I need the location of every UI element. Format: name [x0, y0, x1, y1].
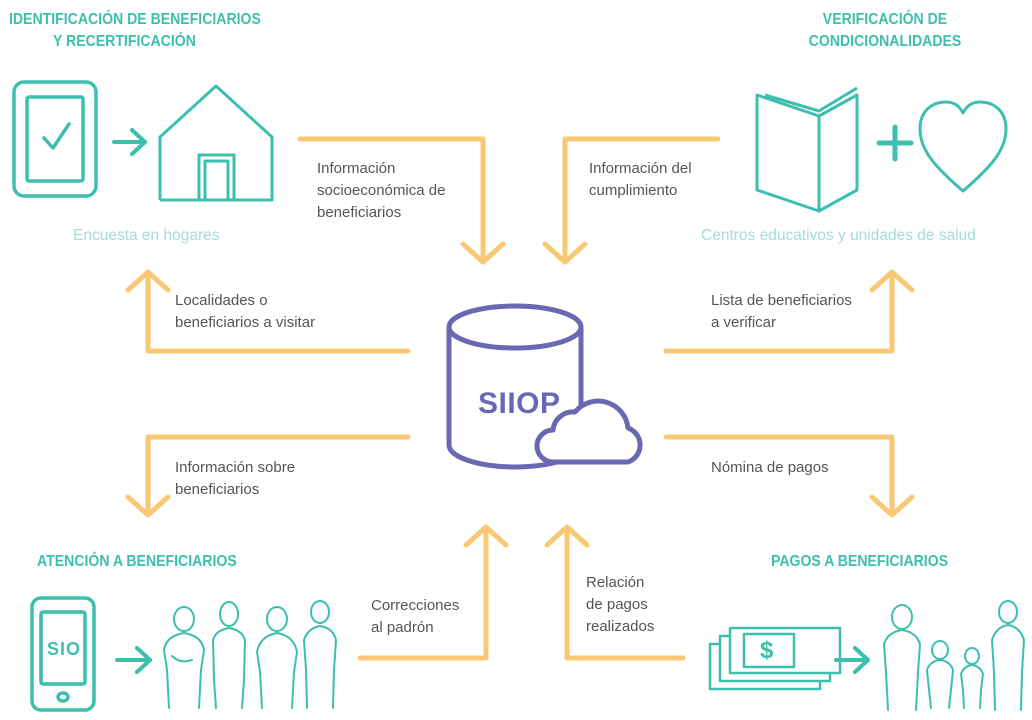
- banknotes-icon: [708, 626, 842, 691]
- person-figure: [883, 604, 921, 711]
- flow-arrow-info-beneficiarios: [125, 434, 411, 518]
- section-title-atencion: ATENCIÓN A BENEFICIARIOS: [37, 553, 237, 570]
- smartphone-icon: [30, 596, 96, 712]
- flow-label-info-beneficiarios: Información sobre beneficiarios: [175, 459, 296, 498]
- flow-label-lista-verificar: Lista de beneficiarios a verificar: [711, 292, 852, 331]
- teal-arrow-2: [115, 646, 152, 674]
- person-figure: [991, 600, 1025, 711]
- flow-label-localidades: Localidades o beneficiarios a visitar: [175, 292, 316, 331]
- flow-arrow-nomina: [663, 434, 915, 518]
- house-icon: [158, 84, 274, 202]
- flow-label-socioeconomica: Información socioeconómica de beneficiar…: [317, 160, 446, 221]
- caption-centros-salud: Centros educativos y unidades de salud: [701, 227, 976, 244]
- plus-icon: [876, 124, 914, 162]
- flow-arrow-relacion-pagos: [544, 524, 686, 661]
- teal-arrow-1: [112, 128, 147, 156]
- flow-label-cumplimiento: Información del cumplimiento: [589, 160, 692, 199]
- person-figure: [163, 606, 205, 709]
- person-figure: [960, 647, 984, 709]
- section-title-line: CONDICIONALIDADES: [808, 33, 962, 50]
- flow-arrow-lista-verificar: [663, 269, 915, 354]
- tablet-check-icon: [12, 80, 98, 198]
- flow-arrow-cumplimiento: [542, 136, 721, 265]
- flow-label-relacion-pagos: Relación de pagos realizados: [586, 574, 655, 635]
- heart-icon: [918, 100, 1008, 193]
- cloud-icon: [534, 398, 643, 465]
- flow-arrow-localidades: [125, 269, 411, 354]
- section-title-verificacion: VERIFICACIÓN DE CONDICIONALIDADES: [806, 9, 964, 53]
- flow-label-correcciones: Correcciones al padrón: [371, 597, 460, 636]
- section-title-line: VERIFICACIÓN DE: [822, 11, 948, 28]
- dollar-symbol: $: [760, 637, 774, 664]
- flow-label-nomina: Nómina de pagos: [711, 459, 829, 476]
- flow-arrow-socioeconomica: [297, 136, 506, 265]
- person-figure: [303, 600, 337, 709]
- smartphone-screen-label: SIO: [47, 639, 82, 659]
- section-title-pagos: PAGOS A BENEFICIARIOS: [771, 553, 949, 570]
- person-figure: [256, 606, 298, 709]
- person-figure: [212, 601, 246, 709]
- family-group-payments-icon: [883, 600, 1025, 711]
- section-title-identificacion: IDENTIFICACIÓN DE BENEFICIARIOS Y RECERT…: [9, 9, 261, 53]
- section-title-line: IDENTIFICACIÓN DE BENEFICIARIOS: [9, 11, 261, 28]
- book-icon: [755, 86, 859, 213]
- teal-arrow-3: [834, 646, 870, 674]
- siiop-label: SIIOP: [478, 387, 561, 420]
- section-title-line: Y RECERTIFICACIÓN: [53, 33, 196, 50]
- flow-arrow-correcciones: [357, 524, 509, 661]
- family-group-icon: [163, 600, 337, 709]
- person-figure: [926, 640, 954, 709]
- caption-encuesta-hogares: Encuesta en hogares: [73, 227, 220, 244]
